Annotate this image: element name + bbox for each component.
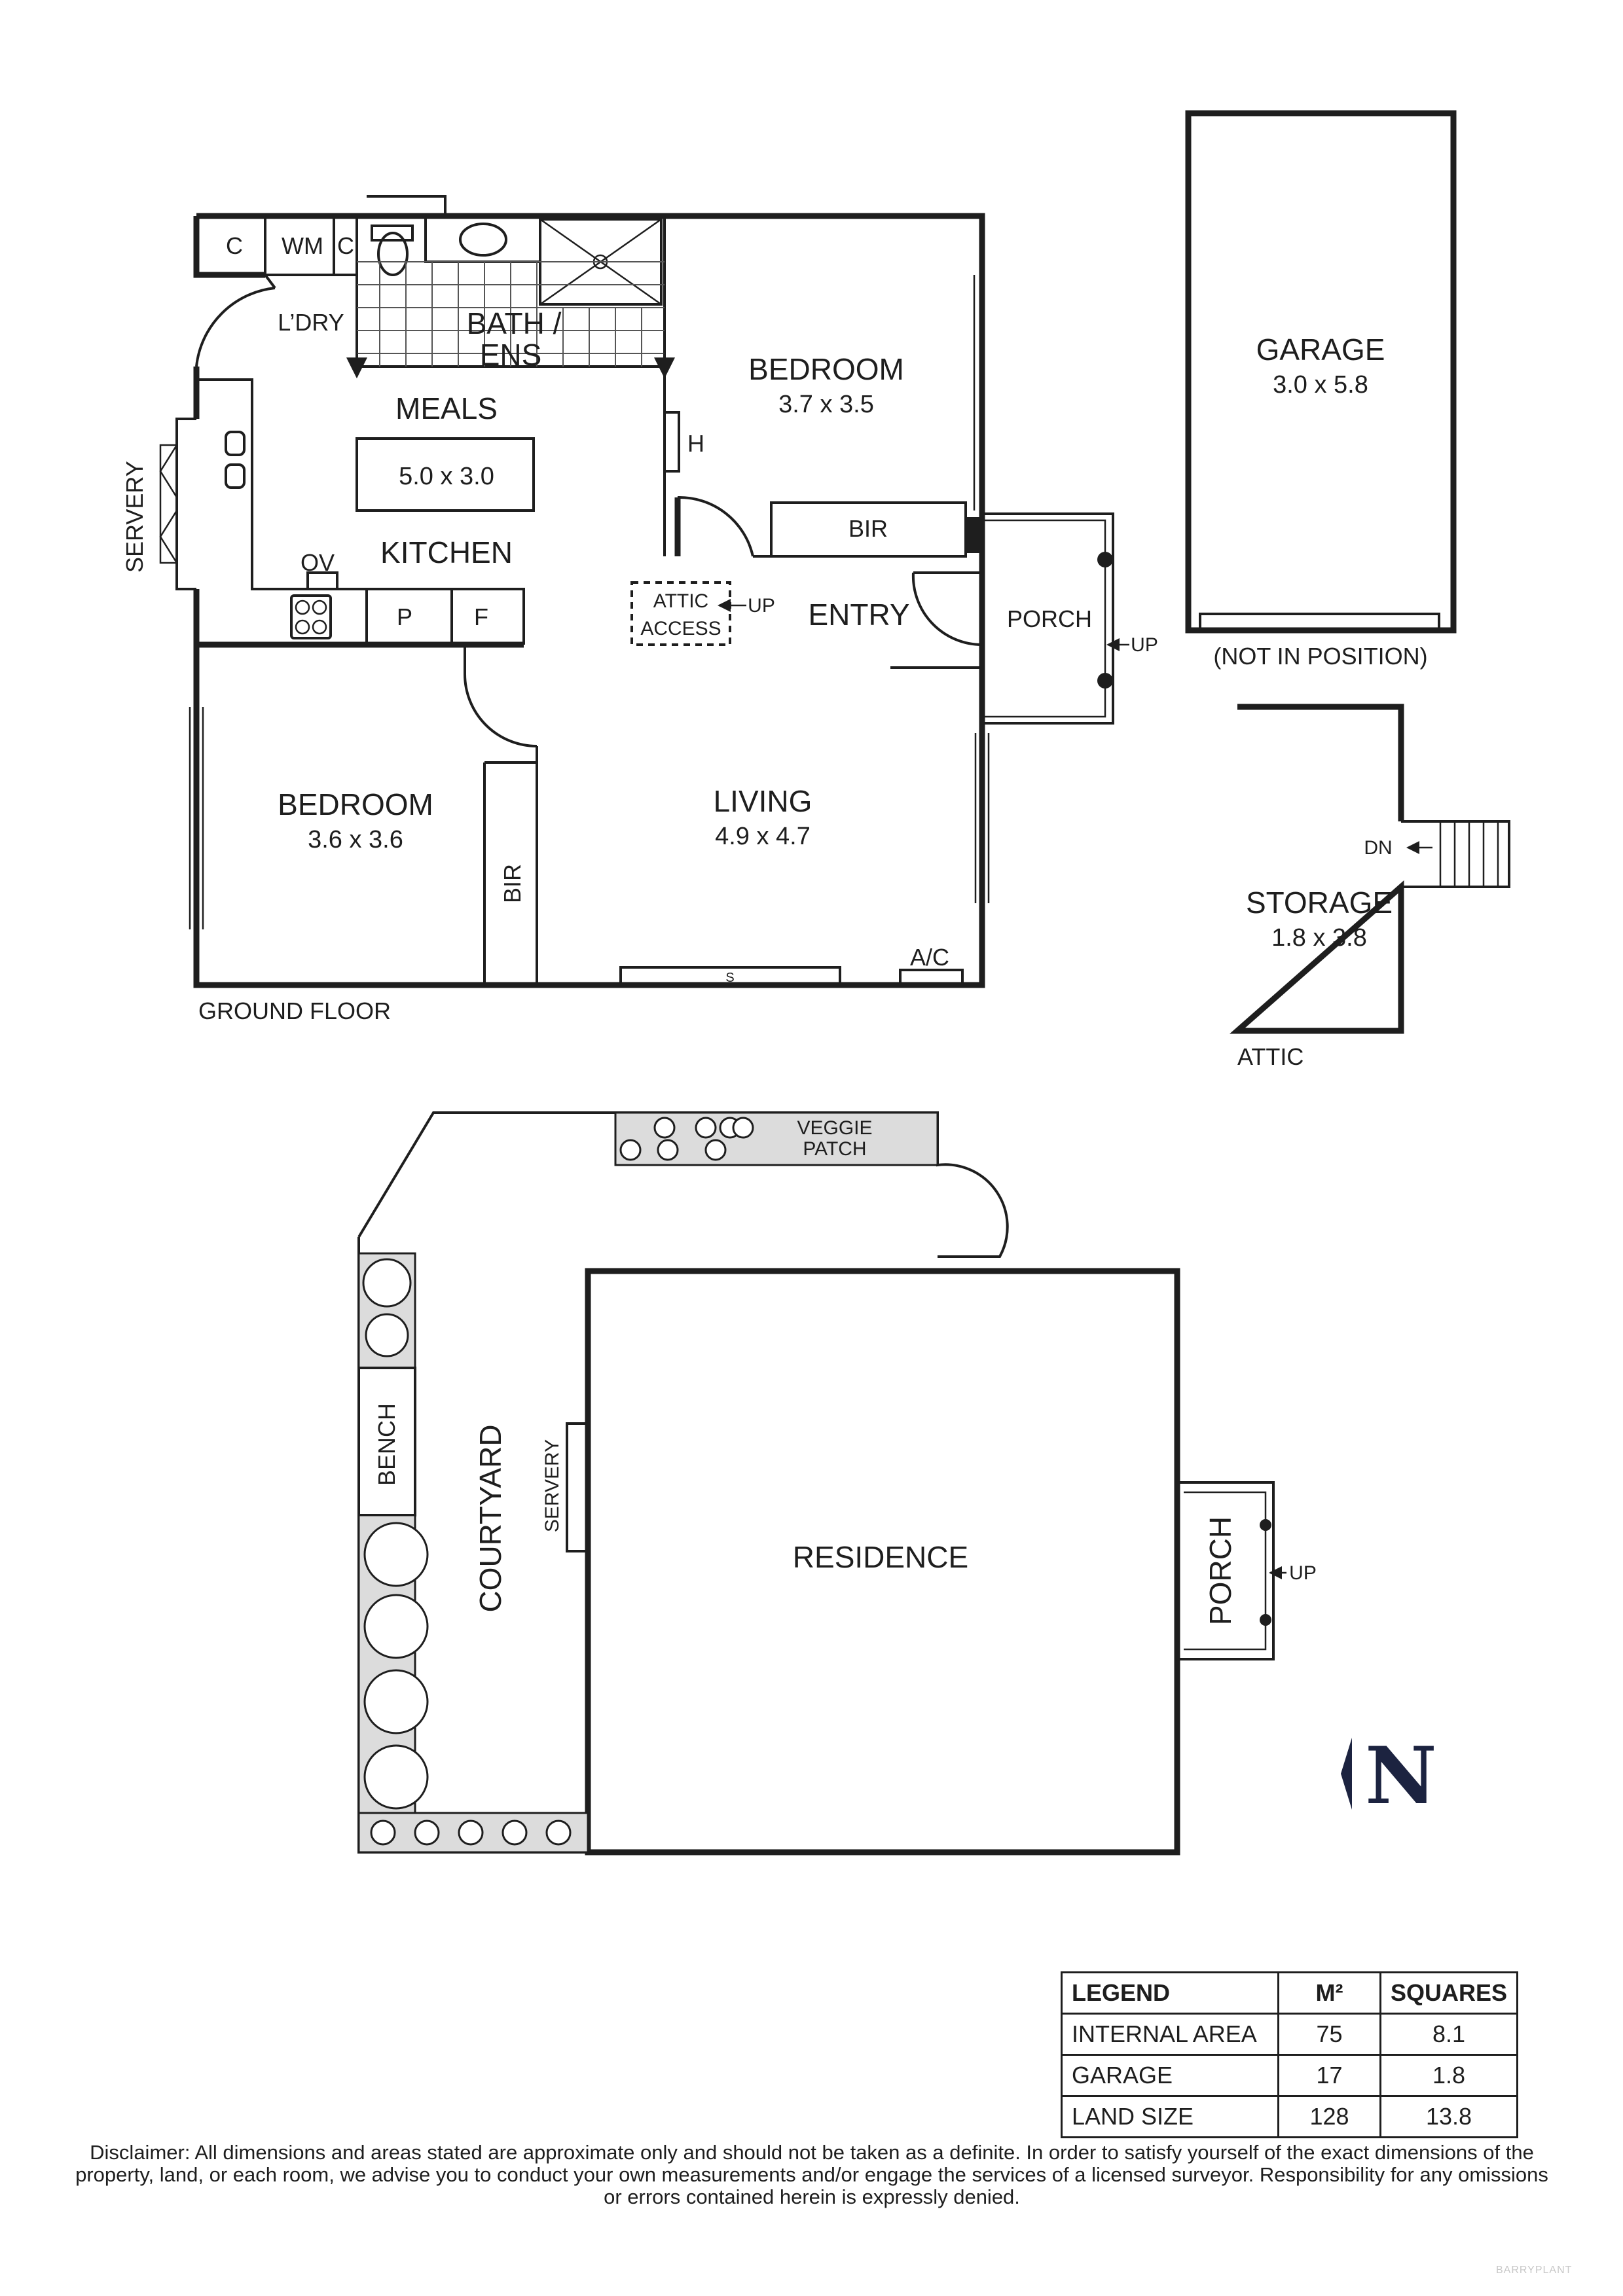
- porch-up-label: UP: [1131, 634, 1158, 656]
- attic-plan: [1230, 704, 1510, 1034]
- legend-row-label: INTERNAL AREA: [1061, 2013, 1279, 2056]
- bathroom-tiles: [357, 261, 665, 367]
- residence-label: RESIDENCE: [793, 1540, 968, 1574]
- legend-header-m2: M²: [1277, 1971, 1381, 2015]
- attic-access-label-2: ACCESS: [640, 618, 721, 639]
- ground-floor-plan: [159, 195, 1129, 988]
- bir-side-label: BIR: [499, 864, 526, 903]
- legend-header: LEGEND: [1061, 1971, 1279, 2015]
- legend-row-squares: 8.1: [1379, 2013, 1519, 2056]
- meals-dims: 5.0 x 3.0: [399, 463, 494, 490]
- storage-dims: 1.8 x 3.8: [1271, 924, 1367, 952]
- watermark-logo: BARRYPLANT: [1496, 2265, 1573, 2276]
- kitchen-label: KITCHEN: [380, 535, 513, 569]
- site-plan: [357, 1111, 1286, 1856]
- living-label: LIVING: [714, 784, 812, 818]
- bedroom-2-label: BEDROOM: [278, 787, 433, 821]
- laundry-label: L’DRY: [278, 309, 344, 336]
- site-servery-label: SERVERY: [541, 1439, 563, 1532]
- pantry-label: P: [397, 603, 412, 630]
- cupboard-label-2: C: [337, 232, 354, 259]
- bedroom-main-dims: 3.7 x 3.5: [778, 391, 874, 418]
- storage-s-label: S: [725, 971, 734, 985]
- north-letter: N: [1365, 1730, 1437, 1822]
- garage-dims: 3.0 x 5.8: [1273, 371, 1368, 399]
- ensuite-label: ENS: [480, 338, 542, 372]
- bedroom-2-dims: 3.6 x 3.6: [308, 826, 403, 853]
- attic-dn-label: DN: [1364, 837, 1392, 859]
- veggie-patch-label-2: PATCH: [803, 1138, 866, 1160]
- legend-row: INTERNAL AREA 75 8.1: [1061, 2013, 1519, 2056]
- legend-row-m2: 75: [1277, 2013, 1381, 2056]
- fridge-label: F: [474, 603, 488, 630]
- legend-row-label: GARAGE: [1061, 2054, 1279, 2097]
- attic-title: ATTIC: [1237, 1043, 1304, 1070]
- attic-access-label: ATTIC: [653, 590, 708, 612]
- garage-plan: [1185, 110, 1457, 634]
- north-arrow-icon: [1341, 1738, 1352, 1810]
- bedroom-main-label: BEDROOM: [748, 352, 904, 386]
- courtyard-label: COURTYARD: [473, 1424, 507, 1612]
- legend-row-m2: 17: [1277, 2054, 1381, 2097]
- garage-label: GARAGE: [1256, 332, 1385, 367]
- washing-machine-label: WM: [282, 232, 323, 259]
- bench-label: BENCH: [373, 1403, 400, 1486]
- servery-label: SERVERY: [121, 461, 148, 573]
- storage-label: STORAGE: [1246, 886, 1393, 920]
- legend-row-squares: 1.8: [1379, 2054, 1519, 2097]
- legend-row-m2: 128: [1277, 2095, 1381, 2138]
- legend-row-squares: 13.8: [1379, 2095, 1519, 2138]
- attic-up-label: UP: [748, 595, 775, 617]
- disclaimer-text: Disclaimer: All dimensions and areas sta…: [75, 2141, 1548, 2208]
- legend-row: LAND SIZE 128 13.8: [1061, 2095, 1519, 2138]
- legend-header-row: LEGEND M² SQUARES: [1061, 1971, 1519, 2015]
- entry-label: ENTRY: [808, 598, 909, 632]
- site-porch-label: PORCH: [1203, 1516, 1237, 1625]
- meals-label: MEALS: [395, 391, 498, 425]
- legend-header-squares: SQUARES: [1379, 1971, 1519, 2015]
- garage-note: (NOT IN POSITION): [1213, 643, 1427, 670]
- bath-label: BATH /: [467, 306, 562, 340]
- ground-floor-title: GROUND FLOOR: [198, 997, 391, 1024]
- legend-row-label: LAND SIZE: [1061, 2095, 1279, 2138]
- heater-label: H: [687, 430, 704, 457]
- porch-label: PORCH: [1007, 605, 1092, 632]
- veggie-patch-label: VEGGIE: [797, 1117, 872, 1139]
- site-porch-up-label: UP: [1289, 1562, 1317, 1584]
- cupboard-label: C: [226, 232, 243, 259]
- bir-top-label: BIR: [848, 515, 888, 542]
- legend-row: GARAGE 17 1.8: [1061, 2054, 1519, 2097]
- living-dims: 4.9 x 4.7: [715, 823, 811, 850]
- aircon-label: A/C: [910, 944, 949, 971]
- oven-label: OV: [301, 549, 335, 576]
- area-legend-table: LEGEND M² SQUARES INTERNAL AREA 75 8.1 G…: [1061, 1971, 1519, 2138]
